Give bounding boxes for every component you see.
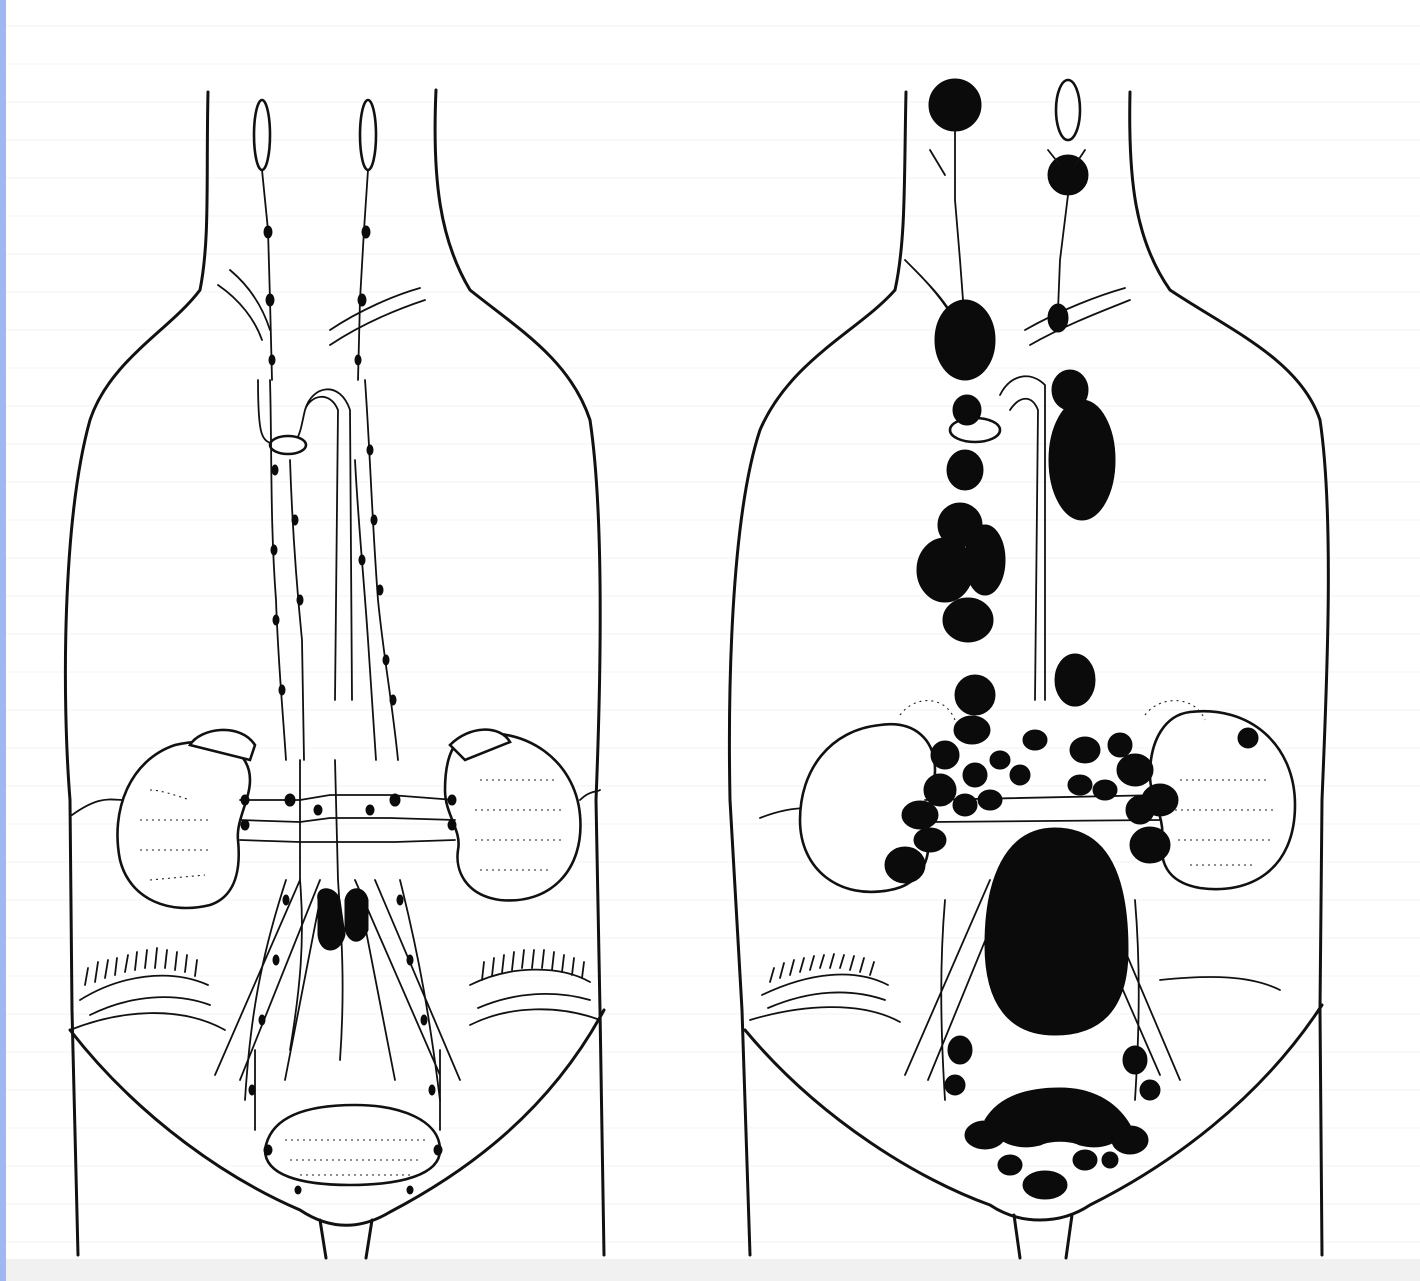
left-panel-normal [65, 90, 604, 1258]
left-iliac-hatch-left [85, 948, 197, 985]
right-torso-outline-left [729, 92, 906, 1255]
right-carotid-outline [1056, 80, 1080, 140]
left-kidney-left [117, 742, 250, 908]
right-adrenal-outlines [900, 701, 1205, 720]
right-iliac-hatch-left [770, 954, 874, 982]
right-iliac-crest-right [1160, 977, 1280, 990]
left-bladder [265, 1105, 440, 1185]
right-iliac-crest-left [750, 975, 900, 1022]
left-carotid-node-right [360, 100, 376, 170]
left-renal-vessels [240, 795, 455, 842]
left-iliac-crest-left [70, 976, 225, 1030]
right-torso-outline-right [1130, 92, 1329, 1255]
left-iliac-crest-right [470, 970, 600, 1025]
left-normal-nodes [241, 226, 456, 1194]
left-torso-outline-left [65, 92, 208, 1255]
right-neck-vessels [905, 130, 1130, 345]
left-adrenal-glands [190, 730, 510, 760]
right-panel-enlarged [729, 79, 1328, 1258]
left-subclavian-vessels [218, 270, 425, 345]
right-head-node-large [929, 79, 981, 131]
right-aortic-arch [1000, 376, 1045, 700]
left-aortic-root [270, 436, 306, 454]
right-carotid-node-enlarged [1048, 155, 1088, 195]
left-jugular-chains [262, 170, 368, 380]
left-carotid-node-left [254, 100, 270, 170]
